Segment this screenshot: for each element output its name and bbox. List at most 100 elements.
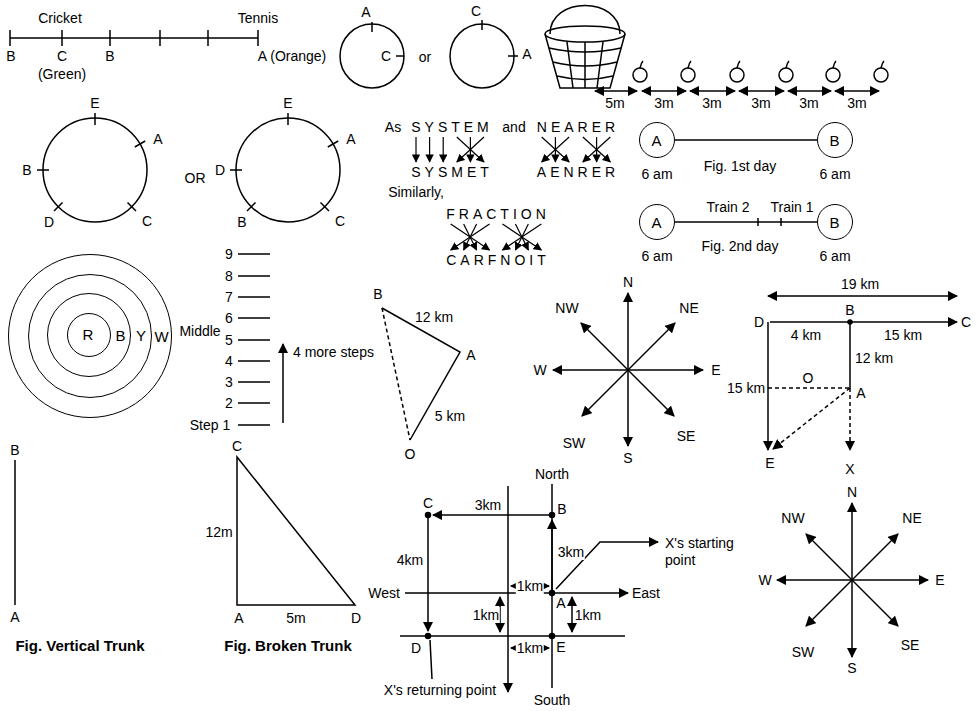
diagram-label: B: [372, 286, 383, 302]
diagram-label: D: [214, 162, 226, 178]
diagram-label: N: [622, 274, 634, 290]
distance-arrow: [835, 90, 879, 92]
circle-node: R: [67, 313, 111, 357]
node-text: B: [115, 326, 125, 343]
stair-step: [238, 254, 270, 425]
diagram-label: East: [631, 585, 661, 601]
apple-icon: [640, 61, 643, 68]
grid-map: [556, 542, 658, 589]
diagram-label: A: [855, 385, 866, 401]
diagram-label: Fig. 2nd day: [700, 238, 779, 254]
route-map: [768, 388, 850, 450]
diagram-label: 15 km: [883, 327, 923, 343]
basket-picture: [545, 6, 625, 89]
seating-circle: [37, 113, 145, 211]
diagram-label: 4km: [396, 552, 424, 568]
node-text: A: [651, 213, 661, 230]
diagram-label: Fig. Broken Trunk: [223, 637, 353, 654]
grid-map: [433, 514, 549, 516]
apple-icon: [826, 68, 840, 82]
diagram-label: or: [418, 49, 432, 65]
diagram-label: West: [367, 585, 401, 601]
position-circle: [340, 20, 518, 88]
diagram-label: E: [710, 362, 721, 378]
diagram-label: B: [236, 214, 247, 230]
connector-line: [675, 139, 817, 141]
distance-arrow: [642, 90, 686, 92]
diagram-label: N: [846, 484, 858, 500]
diagram-label: 6 am: [818, 248, 851, 264]
diagram-label: A: [555, 595, 566, 611]
apple-icon: [730, 68, 744, 82]
scale-line: [10, 30, 258, 46]
circle-node: BR: [47, 293, 131, 377]
tree-trunk: [237, 457, 355, 605]
route-map: [849, 322, 851, 388]
connector-line: [675, 221, 817, 223]
diagram-label: NE: [678, 300, 699, 316]
diagram-label: SYSMET: [410, 164, 494, 180]
diagram-label: 3: [224, 374, 234, 390]
diagram-label: 3km: [557, 544, 585, 560]
letter-arrow: [451, 224, 490, 250]
letter-arrow: [583, 137, 610, 162]
tree-trunk: [15, 457, 355, 605]
route-map: [848, 320, 852, 324]
distance-arrow: [595, 90, 637, 92]
diagram-label: C: [380, 48, 392, 64]
letter-arrow: [457, 137, 484, 162]
position-circle: [482, 20, 518, 56]
illustration: [10, 6, 957, 693]
compass-rose: [806, 534, 852, 580]
diagram-label: South: [533, 692, 572, 708]
diagram-label: C: [960, 314, 972, 330]
diagram-label: 1km: [516, 578, 544, 594]
stair-step: [238, 254, 283, 425]
diagram-label: (Green): [37, 66, 87, 82]
seating-circle: [37, 113, 340, 222]
diagram-label: Fig. Vertical Trunk: [14, 637, 145, 654]
grid-map: [400, 484, 658, 692]
compass-rose: [852, 580, 898, 626]
node-text: A: [651, 131, 661, 148]
diagram-label: S: [846, 660, 857, 676]
grid-map: [427, 515, 429, 631]
distance-arrow: [739, 90, 784, 92]
grid-map: [550, 591, 555, 596]
diagram-label: AENRER: [536, 164, 620, 180]
diagram-label: B: [9, 442, 20, 458]
position-circle: [340, 24, 404, 88]
diagram-label: A: [465, 347, 476, 363]
compass-rose: [777, 503, 928, 657]
stair-step: [282, 344, 284, 423]
diagram-label: NW: [780, 510, 805, 526]
letter-arrow: [416, 137, 610, 250]
diagram-label: A (Orange): [257, 48, 327, 64]
apple-icon: [874, 68, 888, 82]
apple-icon: [833, 61, 836, 68]
diagram-label: 7: [224, 289, 234, 305]
letter-arrow: [502, 224, 541, 250]
diagram-label: A: [521, 46, 532, 62]
diagram-label: S: [622, 450, 633, 466]
node-text: W: [154, 327, 168, 344]
apple-icon: [737, 61, 740, 68]
diagram-label: B: [21, 162, 32, 178]
letter-arrow: [457, 137, 484, 162]
diagram-label: 1km: [516, 640, 544, 656]
diagram-label: Tennis: [237, 10, 279, 26]
diagram-label: Middle: [178, 323, 221, 339]
circle-node: A: [639, 122, 675, 158]
circle-node: B: [817, 204, 853, 240]
diagram-label: 6: [224, 310, 234, 326]
letter-arrow: [451, 224, 490, 250]
diagram-label: Fig. 1st day: [703, 158, 777, 174]
basket-picture: [567, 42, 603, 88]
compass-rose: [553, 369, 628, 371]
diagram-label: SE: [676, 428, 697, 444]
node-text: B: [829, 213, 839, 230]
diagram-label: Train 2: [705, 199, 750, 215]
grid-map: [571, 597, 573, 632]
diagram-label: 8: [224, 268, 234, 284]
